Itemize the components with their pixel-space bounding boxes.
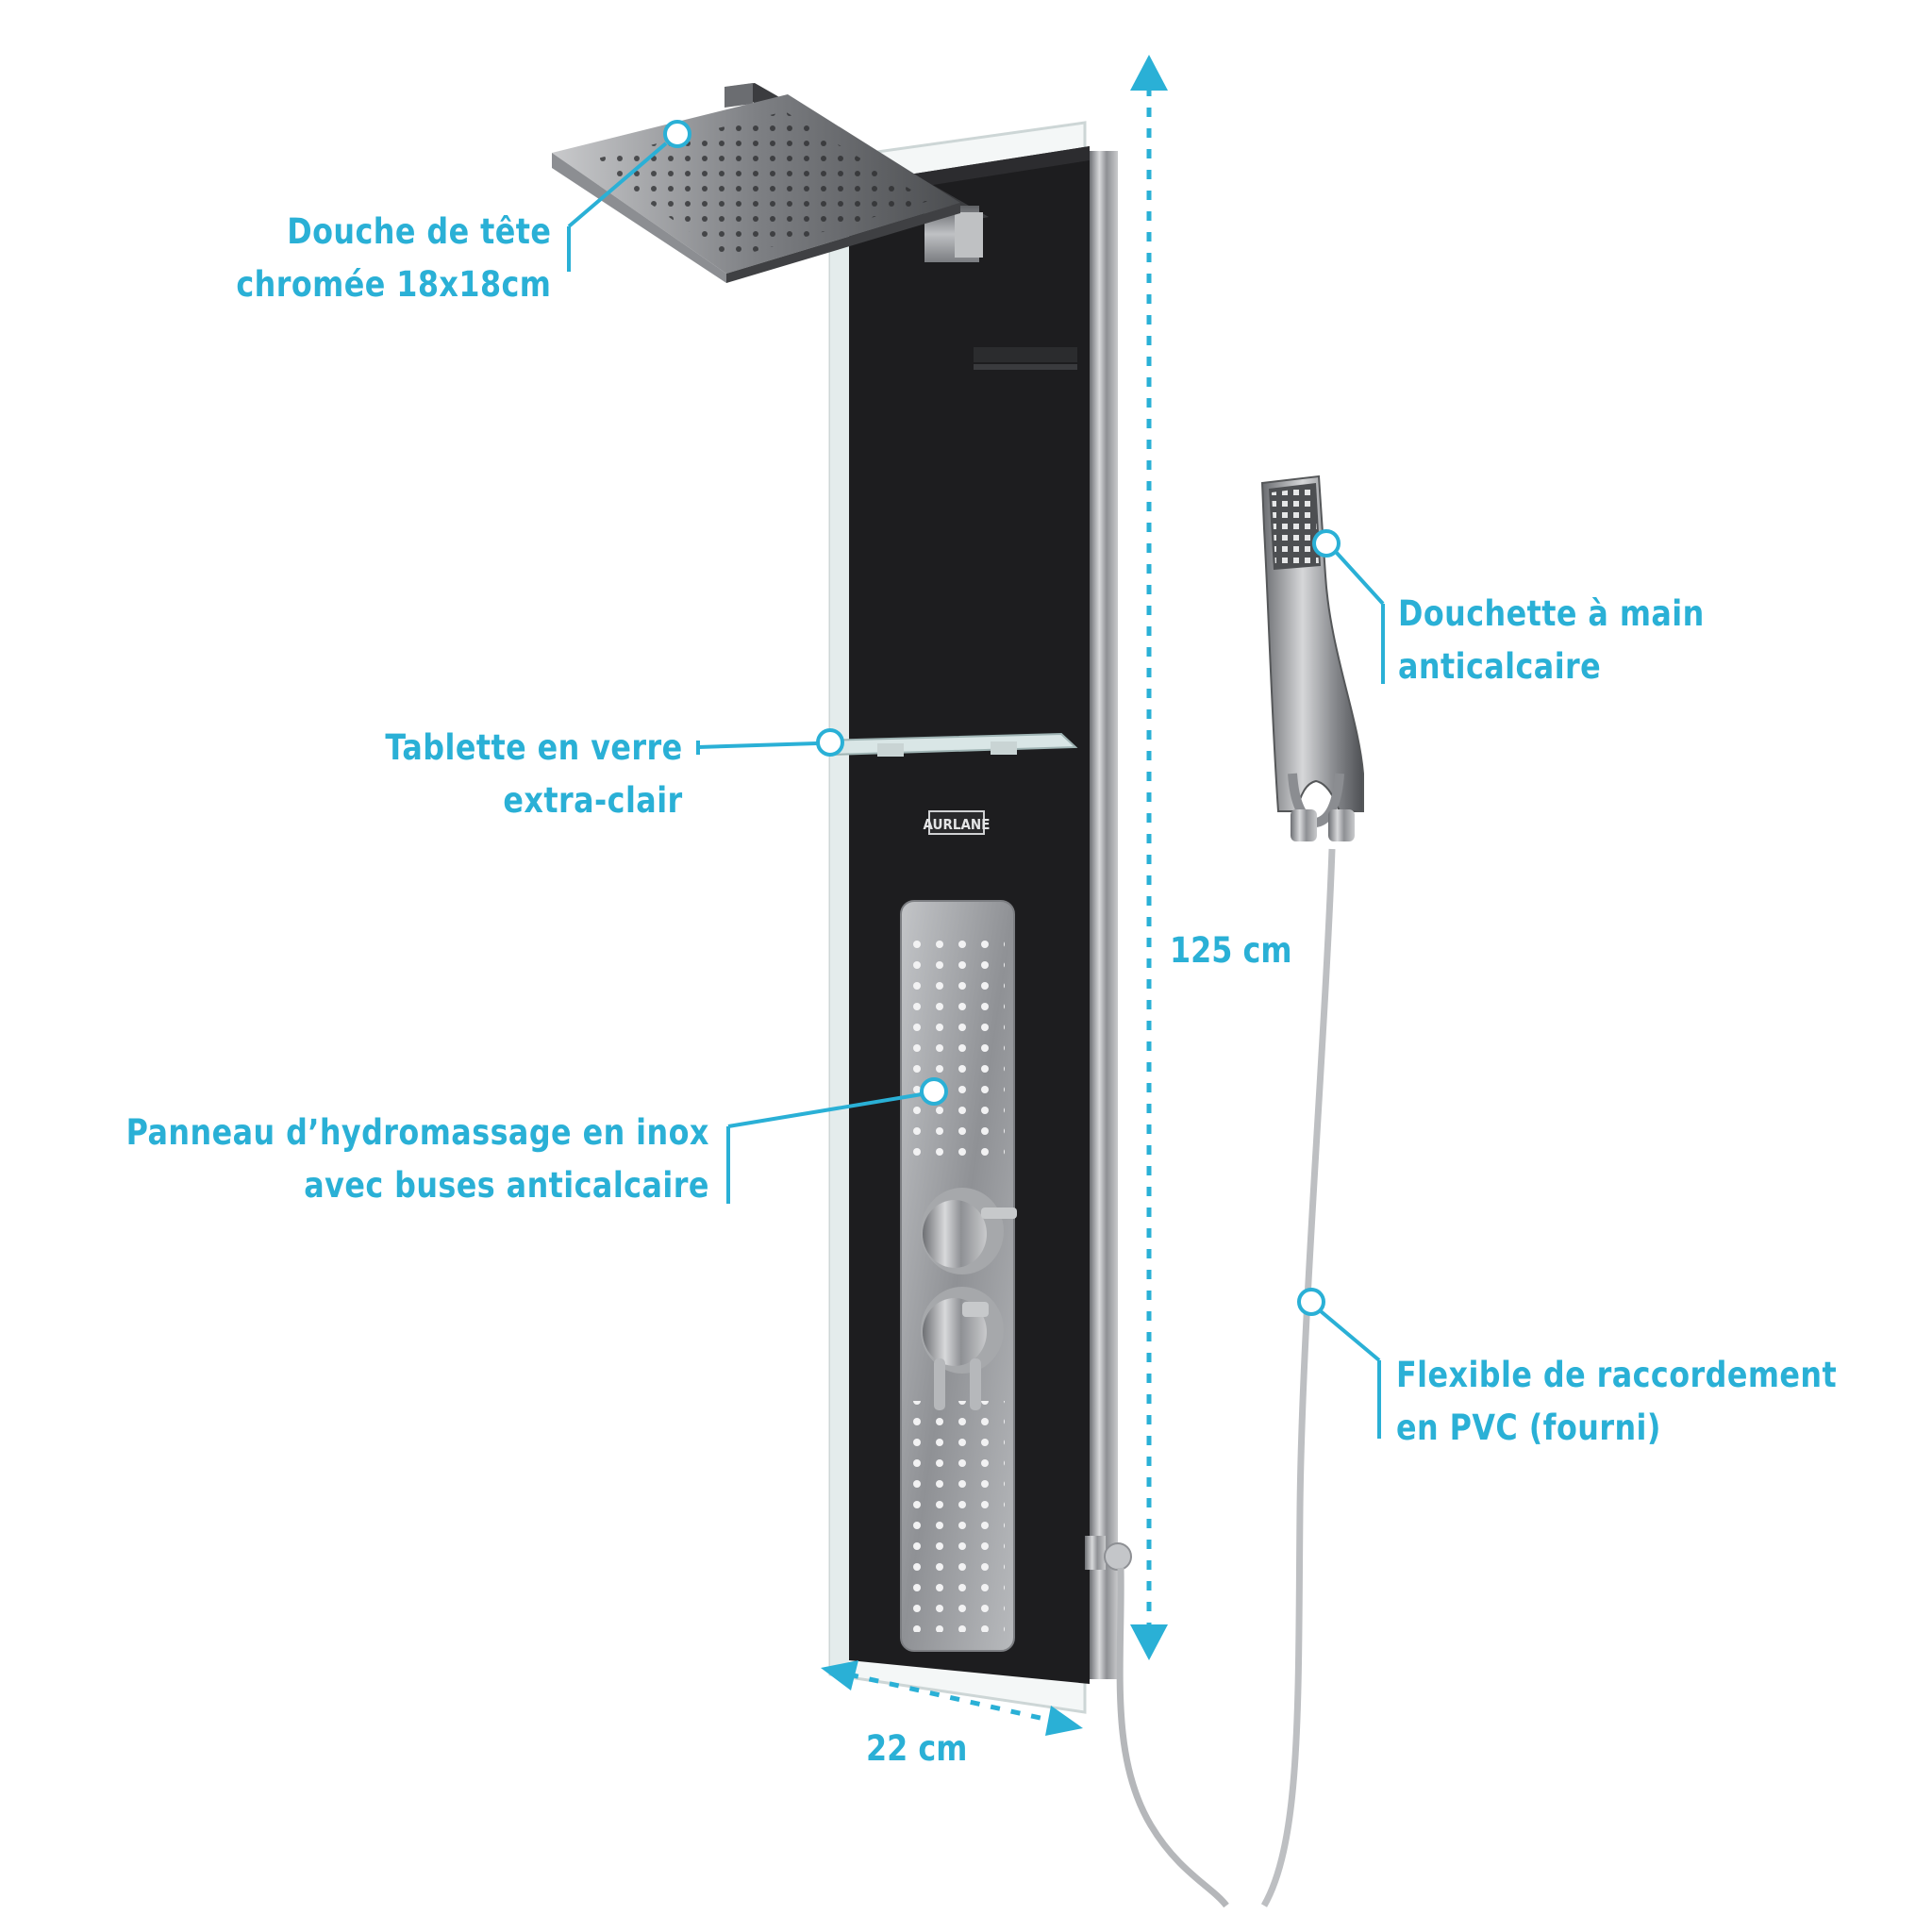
glass-shelf <box>819 732 1078 757</box>
callout-head-shower-leader <box>567 142 668 272</box>
callout-head-shower-line-2: chromée 18x18cm <box>235 264 551 305</box>
lower-hose <box>1116 1567 1229 1908</box>
width-dimension <box>821 1660 1083 1736</box>
callout-hydromassage-leader <box>726 1092 923 1204</box>
thermostat-knob <box>921 1188 1017 1274</box>
callout-hydromassage-line-2: avec buses anticalcaire <box>304 1165 709 1206</box>
panel-side-edge <box>1090 151 1118 1679</box>
callout-hand-shower-line-2: anticalcaire <box>1398 646 1602 687</box>
callout-shelf-marker <box>816 728 844 757</box>
brand-logo: AURLANE <box>924 810 991 835</box>
callout-hydromassage-line-1: Panneau d’hydromassage en inox <box>125 1112 709 1153</box>
callout-hose-label: Flexible de raccordement en PVC (fourni) <box>1396 1349 1837 1455</box>
callout-head-shower-line-1: Douche de tête <box>286 211 551 252</box>
brand-logo-text: AURLANE <box>924 816 991 833</box>
callout-shelf-line-2: extra-clair <box>503 780 683 821</box>
callout-hydromassage-label: Panneau d’hydromassage en inox avec buse… <box>126 1107 709 1212</box>
callout-head-shower-label: Douche de tête chromée 18x18cm <box>236 206 551 311</box>
callout-shelf-leader <box>696 741 818 755</box>
callout-shelf-label: Tablette en verre extra-clair <box>386 722 683 827</box>
callout-shelf-line-1: Tablette en verre <box>385 727 683 768</box>
hydromassage-panel <box>900 900 1017 1652</box>
head-shower <box>552 83 989 283</box>
callout-hand-shower-leader <box>1334 550 1385 684</box>
callout-hydromassage-marker <box>920 1077 948 1106</box>
callout-head-shower-marker <box>663 120 691 148</box>
height-dimension-label: 125 cm <box>1170 930 1292 971</box>
callout-hose-marker <box>1297 1288 1325 1316</box>
callout-hand-shower-label: Douchette à main anticalcaire <box>1398 588 1705 693</box>
width-dimension-label: 22 cm <box>866 1728 968 1769</box>
mixer-knob <box>921 1287 1004 1410</box>
hand-shower <box>1260 475 1364 841</box>
flexible-hose <box>1260 848 1336 1907</box>
callout-hose-line-1: Flexible de raccordement <box>1396 1355 1838 1395</box>
callout-hose-leader <box>1319 1309 1381 1439</box>
callout-hose-line-2: en PVC (fourni) <box>1396 1407 1661 1448</box>
callout-hand-shower-line-1: Douchette à main <box>1398 593 1705 634</box>
callout-hand-shower-marker <box>1312 529 1341 558</box>
height-dimension <box>1130 55 1168 1660</box>
